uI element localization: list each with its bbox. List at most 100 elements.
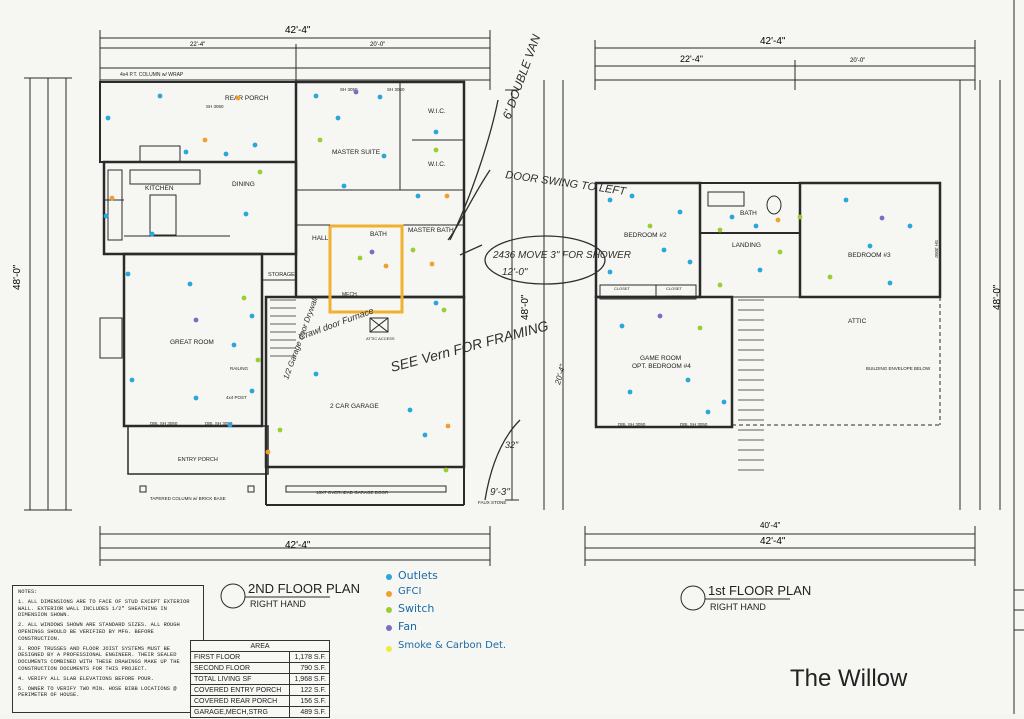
switch-marker [797,214,803,220]
second-floor-title: 2ND FLOOR PLAN [248,581,360,596]
label-window-5: SH 3050 [206,104,224,109]
gfci-marker [109,195,115,201]
outlet-marker [249,313,255,319]
first-floor-subtitle: RIGHT HAND [710,602,766,612]
outlet-marker [721,399,727,405]
area-label: FIRST FLOOR [190,651,290,663]
outlet-marker [313,371,319,377]
room-game-room: GAME ROOM [640,355,681,362]
legend-smoke: Smoke & Carbon Det. [398,640,507,651]
notes-header: NOTES: [18,589,38,595]
dim-right-width: 42'-4" [760,36,786,47]
outlet-marker [129,377,135,383]
legend-dot-gfci [386,591,392,597]
area-title: AREA [190,640,330,652]
outlet-marker [103,213,109,219]
area-label: GARAGE,MECH,STRG [190,706,290,718]
outlet-marker [183,149,189,155]
gfci-marker [202,137,208,143]
outlet-marker [157,93,163,99]
room-closet-2: CLOSET [666,286,683,291]
legend-gfci: GFCI [398,586,422,597]
room-landing: LANDING [732,242,761,249]
label-window-1st-1: DBL SH 3050 [618,422,646,427]
fan-marker [369,249,375,255]
gfci-marker [444,193,450,199]
dim-left-depth: 48'-0" [12,264,23,290]
note-see-vern: SEE Vern FOR FRAMING [389,317,551,375]
switch-marker [410,247,416,253]
switch-marker [255,357,261,363]
outlet-marker [187,281,193,287]
room-attic: ATTIC [848,318,867,325]
label-window-1: SH 3050 [340,87,358,92]
outlet-marker [105,115,111,121]
room-master-suite: MASTER SUITE [332,149,381,156]
outlet-marker [377,94,383,100]
outlet-marker [433,300,439,306]
outlet-marker [607,269,613,275]
room-bedroom-2: BEDROOM #2 [624,232,667,239]
area-value: 489 S.F. [288,706,331,718]
area-value: 122 S.F. [288,684,331,696]
label-faux-stone: FAUX STONE [478,500,506,505]
outlet-marker [193,395,199,401]
dim-left-width: 42'-4" [285,25,311,36]
outlet-marker [149,231,155,237]
dim-right-sub-a: 22'-4" [680,54,703,64]
note-door-swing: DOOR SWING TO LEFT [505,169,628,198]
label-column: 4x4 P.T. COLUMN w/ WRAP [120,72,184,78]
legend-dot-switch [386,607,392,613]
label-post: 4x4 POST [226,395,247,400]
area-value: 1,178 S.F. [288,651,331,663]
outlet-marker [341,183,347,189]
outlet-marker [887,280,893,286]
switch-marker [277,427,283,433]
legend-dot-smoke [386,646,392,652]
dim-right-width-bottom: 42'-4" [760,536,786,547]
note-4: 4. VERIFY ALL SLAB ELEVATIONS BEFORE POU… [18,675,154,682]
gfci-marker [235,95,241,101]
area-label: COVERED ENTRY PORCH [190,684,290,696]
dim-right-sub-b: 20'-0" [850,58,865,64]
room-bath: BATH [370,231,387,238]
game-room-outline [594,295,734,429]
outlet-marker [753,223,759,229]
room-opt-bedroom: OPT. BEDROOM #4 [632,363,691,370]
label-window-1st-2: DBL SH 3050 [680,422,708,427]
room-attic-access: ATTIC ACCESS [366,336,395,341]
plan-marker-right [680,585,706,611]
room-dining: DINING [232,181,255,188]
switch-marker [717,227,723,233]
outlet-marker [687,259,693,265]
outlet-marker [705,409,711,415]
note-dim-32: 32" [505,440,519,450]
outlet-marker [619,323,625,329]
note-half: 1/2 Garage door Drywall [281,296,319,381]
label-window-1st-3: SH 3050 [934,240,939,258]
switch-marker [433,147,439,153]
note-double-vanity: 6' DOUBLE VAN [500,32,544,121]
notes-box: NOTES: 1. ALL DIMENSIONS ARE TO FACE OF … [12,585,204,713]
outlet-marker [843,197,849,203]
switch-marker [827,274,833,280]
outlet-marker [313,93,319,99]
label-window-2: DBL SH 3050 [150,421,178,426]
bedroom3-outline [798,181,942,299]
area-label: SECOND FLOOR [190,662,290,674]
label-window-4: SH 3050 [387,87,405,92]
outlet-marker [415,193,421,199]
switch-marker [441,307,447,313]
outlet-marker [729,214,735,220]
fan-marker [193,317,199,323]
room-master-bath: MASTER BATH [408,227,454,234]
outlet-marker [627,389,633,395]
room-wic-2: W.I.C. [428,161,446,168]
outlet-marker [381,153,387,159]
